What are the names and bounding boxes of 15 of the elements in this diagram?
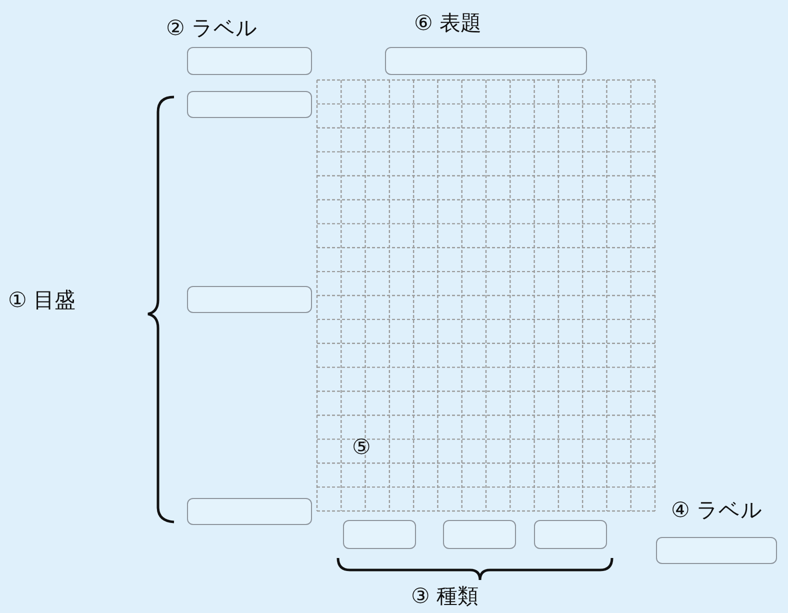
callout-label: ④ ラベル (671, 500, 763, 521)
answer-box (534, 520, 607, 549)
callout-label: ② ラベル (166, 18, 258, 39)
answer-box (187, 47, 312, 75)
callout-label: ⑥ 表題 (414, 13, 482, 34)
answer-box (343, 520, 416, 549)
answer-box (443, 520, 516, 549)
callout-label: ⑤ (352, 437, 371, 458)
answer-box (187, 91, 312, 118)
callout-label: ① 目盛 (8, 290, 76, 311)
answer-box (187, 286, 312, 313)
callout-label: ③ 種類 (411, 586, 479, 607)
answer-box (385, 47, 587, 75)
answer-box (656, 537, 777, 564)
answer-box (187, 498, 312, 525)
